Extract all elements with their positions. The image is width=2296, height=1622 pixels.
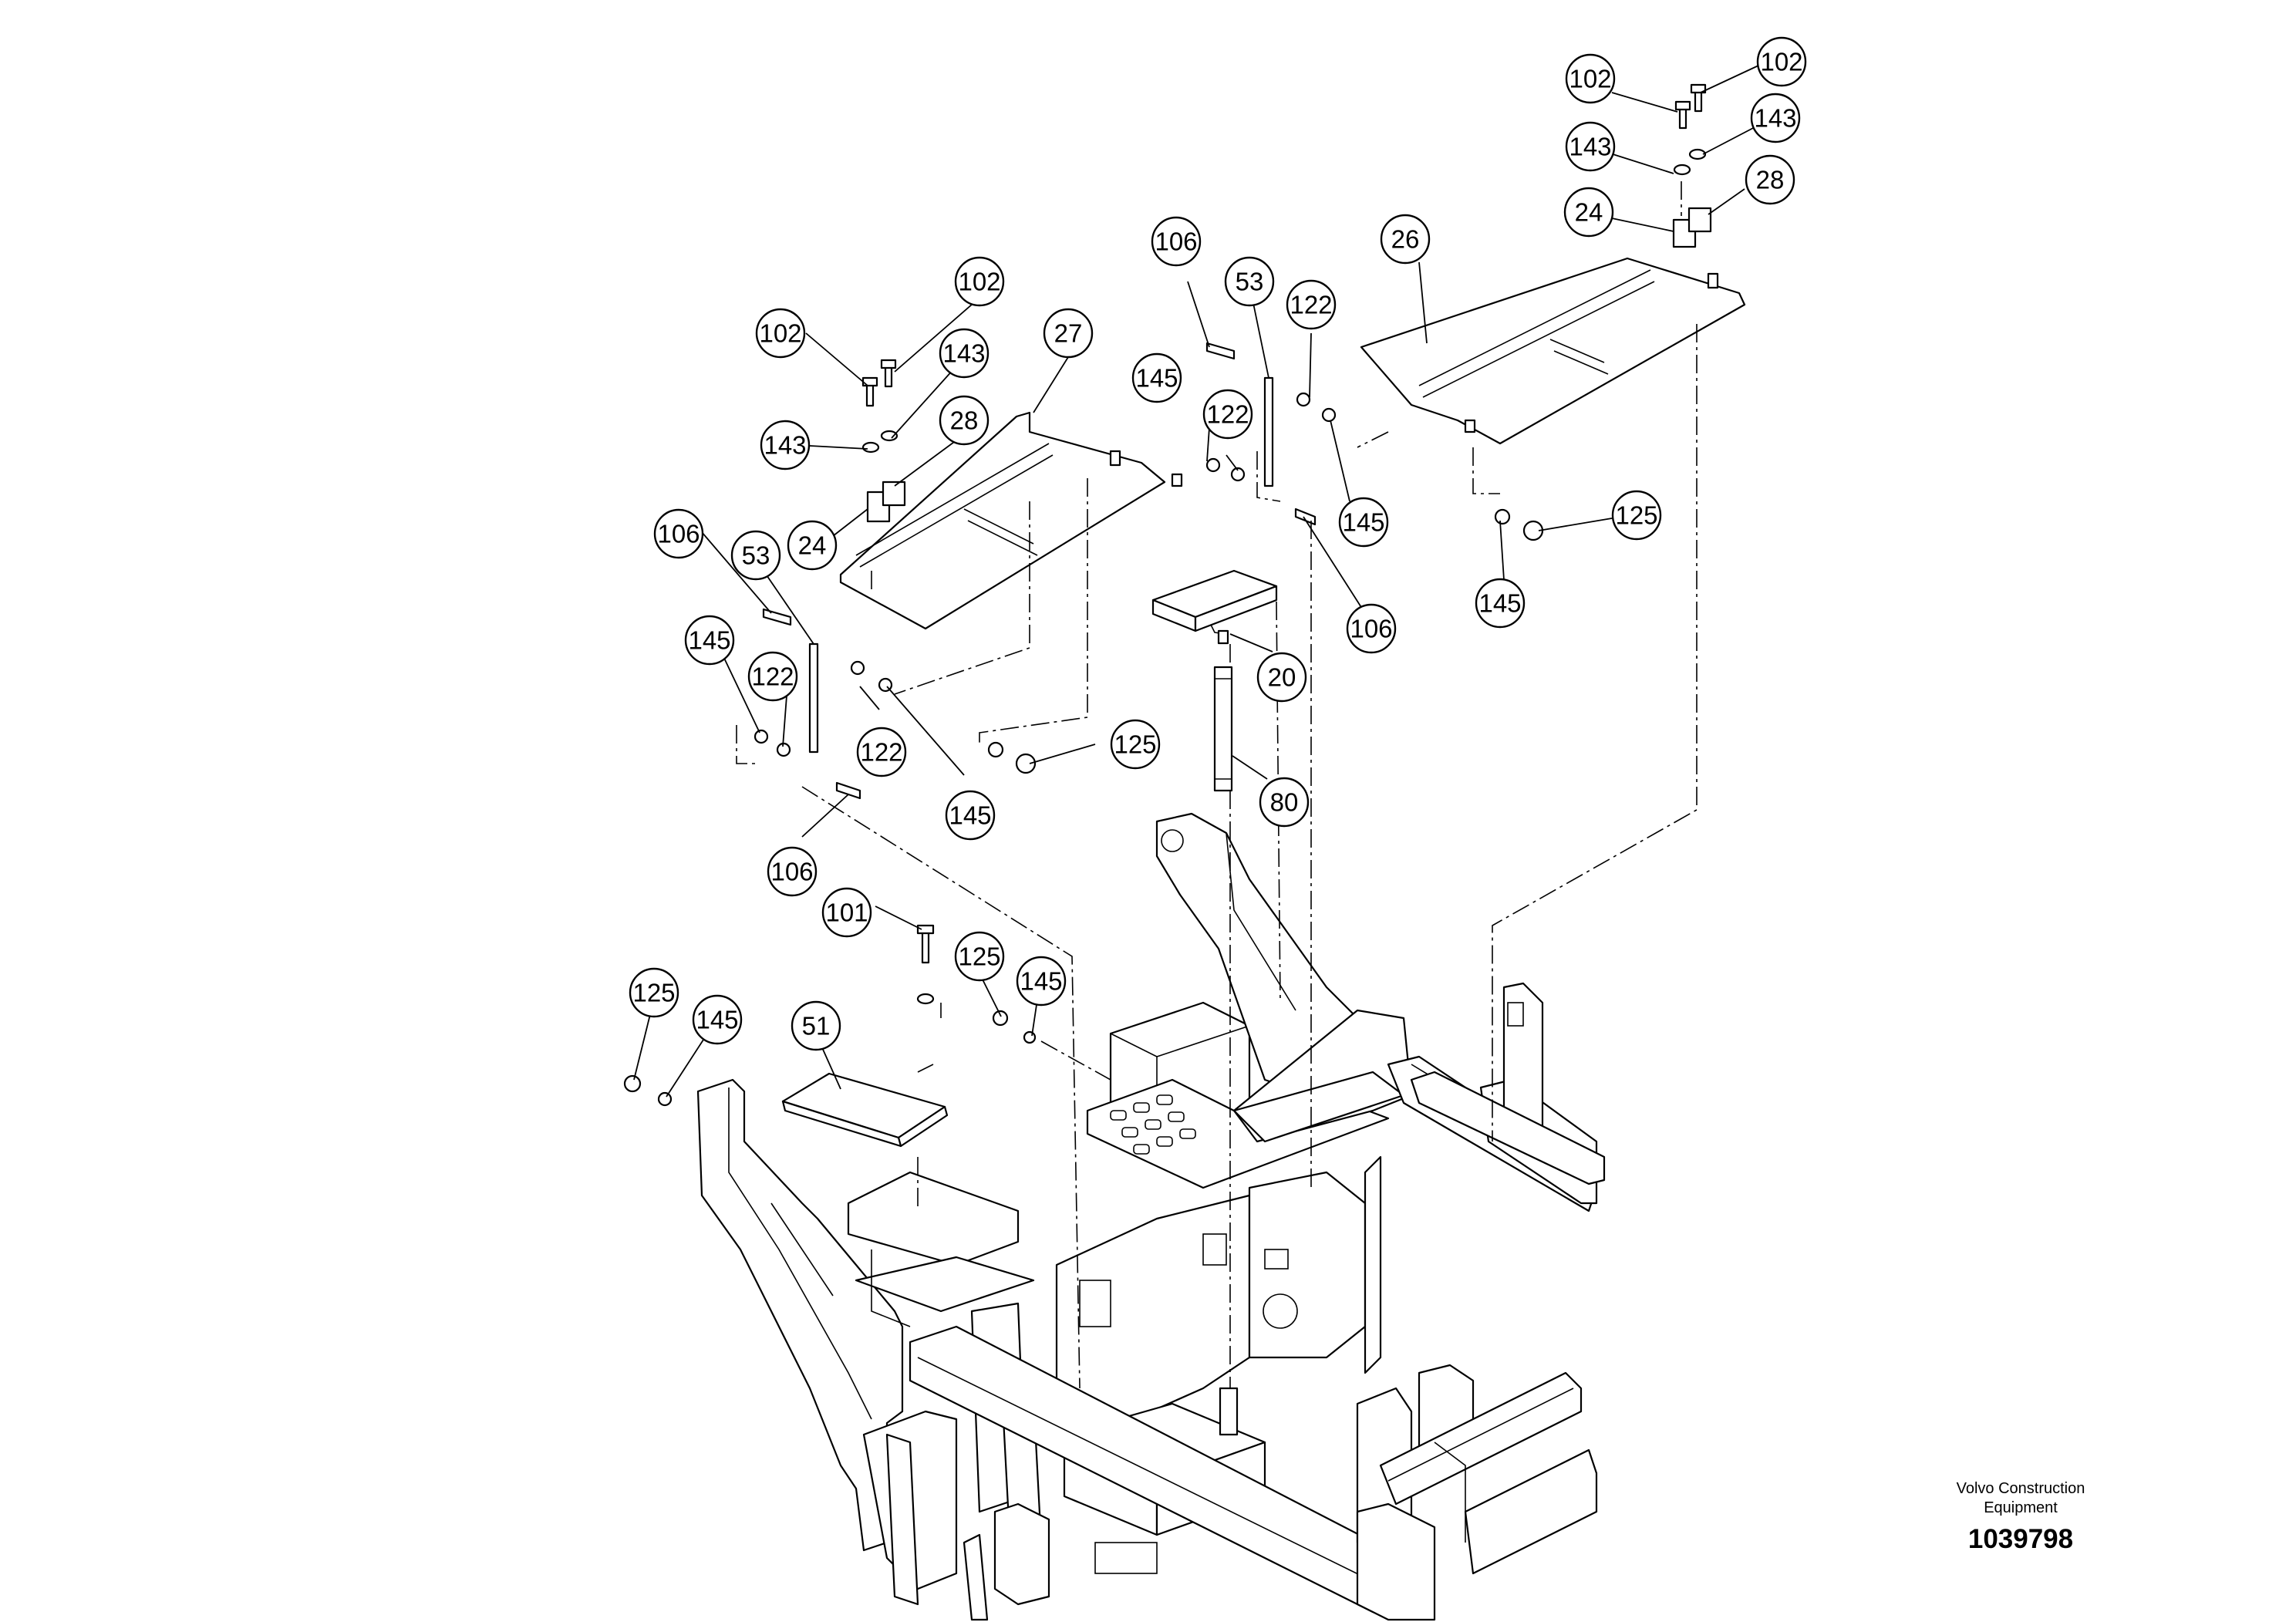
callout-label: 106 (1350, 615, 1392, 643)
callout-label: 122 (860, 738, 902, 767)
callout-80: 80 (1259, 777, 1310, 828)
callout-label: 24 (1575, 198, 1603, 227)
main-frame (696, 812, 1606, 1621)
callout-label: 80 (1270, 788, 1299, 817)
callout-label: 125 (1114, 730, 1156, 759)
callout-125: 125 (954, 931, 1005, 982)
callout-125: 125 (629, 967, 679, 1018)
leader-lines (633, 65, 1759, 1098)
callout-label: 51 (802, 1012, 831, 1040)
callout-label: 101 (825, 899, 868, 927)
callout-145: 145 (684, 615, 735, 666)
callout-122: 122 (1286, 279, 1337, 330)
callout-106: 106 (1151, 216, 1202, 267)
callout-145: 145 (1338, 497, 1389, 548)
callout-28: 28 (1745, 154, 1795, 205)
callout-143: 143 (1750, 93, 1801, 143)
callout-label: 145 (1020, 967, 1062, 996)
part-51-tray (781, 1064, 949, 1148)
callout-106: 106 (653, 508, 704, 559)
callout-28: 28 (939, 395, 990, 446)
callout-145: 145 (1475, 578, 1526, 629)
callout-53: 53 (730, 530, 781, 581)
callout-24: 24 (1563, 187, 1614, 238)
fasteners (623, 83, 1707, 1107)
callout-label: 24 (798, 531, 827, 560)
callout-label: 143 (1754, 104, 1796, 133)
callout-label: 145 (1478, 589, 1521, 618)
callout-label: 102 (1760, 48, 1802, 76)
callout-label: 106 (1155, 228, 1197, 256)
brackets-right (1672, 207, 1712, 248)
callout-label: 125 (632, 979, 675, 1007)
callout-102: 102 (755, 308, 806, 359)
callout-125: 125 (1611, 490, 1662, 541)
callout-145: 145 (1016, 956, 1067, 1007)
callout-label: 143 (942, 339, 985, 368)
callout-label: 145 (696, 1006, 738, 1034)
grate-slots (1110, 1094, 1196, 1155)
callout-label: 102 (958, 268, 1000, 296)
callout-label: 125 (1615, 501, 1657, 530)
callout-label: 27 (1054, 319, 1083, 348)
callout-122: 122 (747, 651, 798, 702)
callout-51: 51 (791, 1000, 841, 1051)
callout-label: 122 (751, 663, 794, 691)
callout-label: 106 (657, 520, 700, 548)
callout-145: 145 (692, 994, 743, 1045)
callout-143: 143 (939, 328, 990, 379)
callout-122: 122 (856, 727, 907, 777)
callout-145: 145 (945, 790, 996, 841)
callout-label: 145 (1342, 508, 1384, 537)
callout-label: 53 (1236, 268, 1264, 296)
callout-24: 24 (787, 520, 838, 571)
callout-125: 125 (1110, 719, 1161, 770)
callout-label: 143 (764, 431, 806, 460)
part-26-cover (1360, 257, 1746, 445)
callout-26: 26 (1380, 214, 1431, 265)
part-27-cover (839, 411, 1183, 630)
callout-label: 53 (742, 541, 770, 570)
callout-102: 102 (1565, 53, 1616, 104)
part-20-seat (1151, 569, 1278, 645)
callout-label: 145 (949, 801, 991, 830)
callout-label: 28 (1756, 166, 1785, 194)
callout-label: 122 (1206, 400, 1249, 429)
callout-label: 143 (1569, 133, 1611, 161)
callout-label: 145 (1135, 364, 1178, 393)
callout-20: 20 (1256, 652, 1307, 703)
callout-label: 122 (1290, 291, 1332, 319)
callout-label: 102 (759, 319, 801, 348)
callout-label: 102 (1569, 65, 1611, 93)
callout-bubbles: 102 102 143 143 28 24 26 106 53 122 145 … (629, 36, 1807, 1051)
callout-122: 122 (1202, 389, 1253, 440)
callout-53: 53 (1224, 256, 1275, 307)
company-name: Volvo Construction Equipment (1882, 1479, 2159, 1518)
callout-label: 26 (1391, 225, 1420, 254)
company-line-1: Volvo Construction (1956, 1480, 2085, 1497)
callout-label: 145 (688, 626, 730, 655)
callout-106: 106 (1346, 603, 1397, 654)
callout-101: 101 (821, 887, 872, 938)
part-80-spring (1213, 666, 1233, 792)
company-line-2: Equipment (1984, 1499, 2058, 1516)
callout-143: 143 (760, 420, 811, 470)
callout-143: 143 (1565, 121, 1616, 172)
callout-145: 145 (1131, 352, 1182, 403)
callout-27: 27 (1043, 308, 1094, 359)
brackets-left (866, 481, 906, 523)
callout-label: 125 (958, 943, 1000, 971)
document-number: 1039798 (1967, 1524, 2074, 1554)
callout-label: 28 (950, 406, 979, 435)
callout-102: 102 (954, 256, 1005, 307)
callout-label: 20 (1268, 663, 1296, 692)
callout-106: 106 (767, 846, 818, 897)
callout-102: 102 (1756, 36, 1807, 87)
callout-label: 106 (770, 858, 813, 886)
